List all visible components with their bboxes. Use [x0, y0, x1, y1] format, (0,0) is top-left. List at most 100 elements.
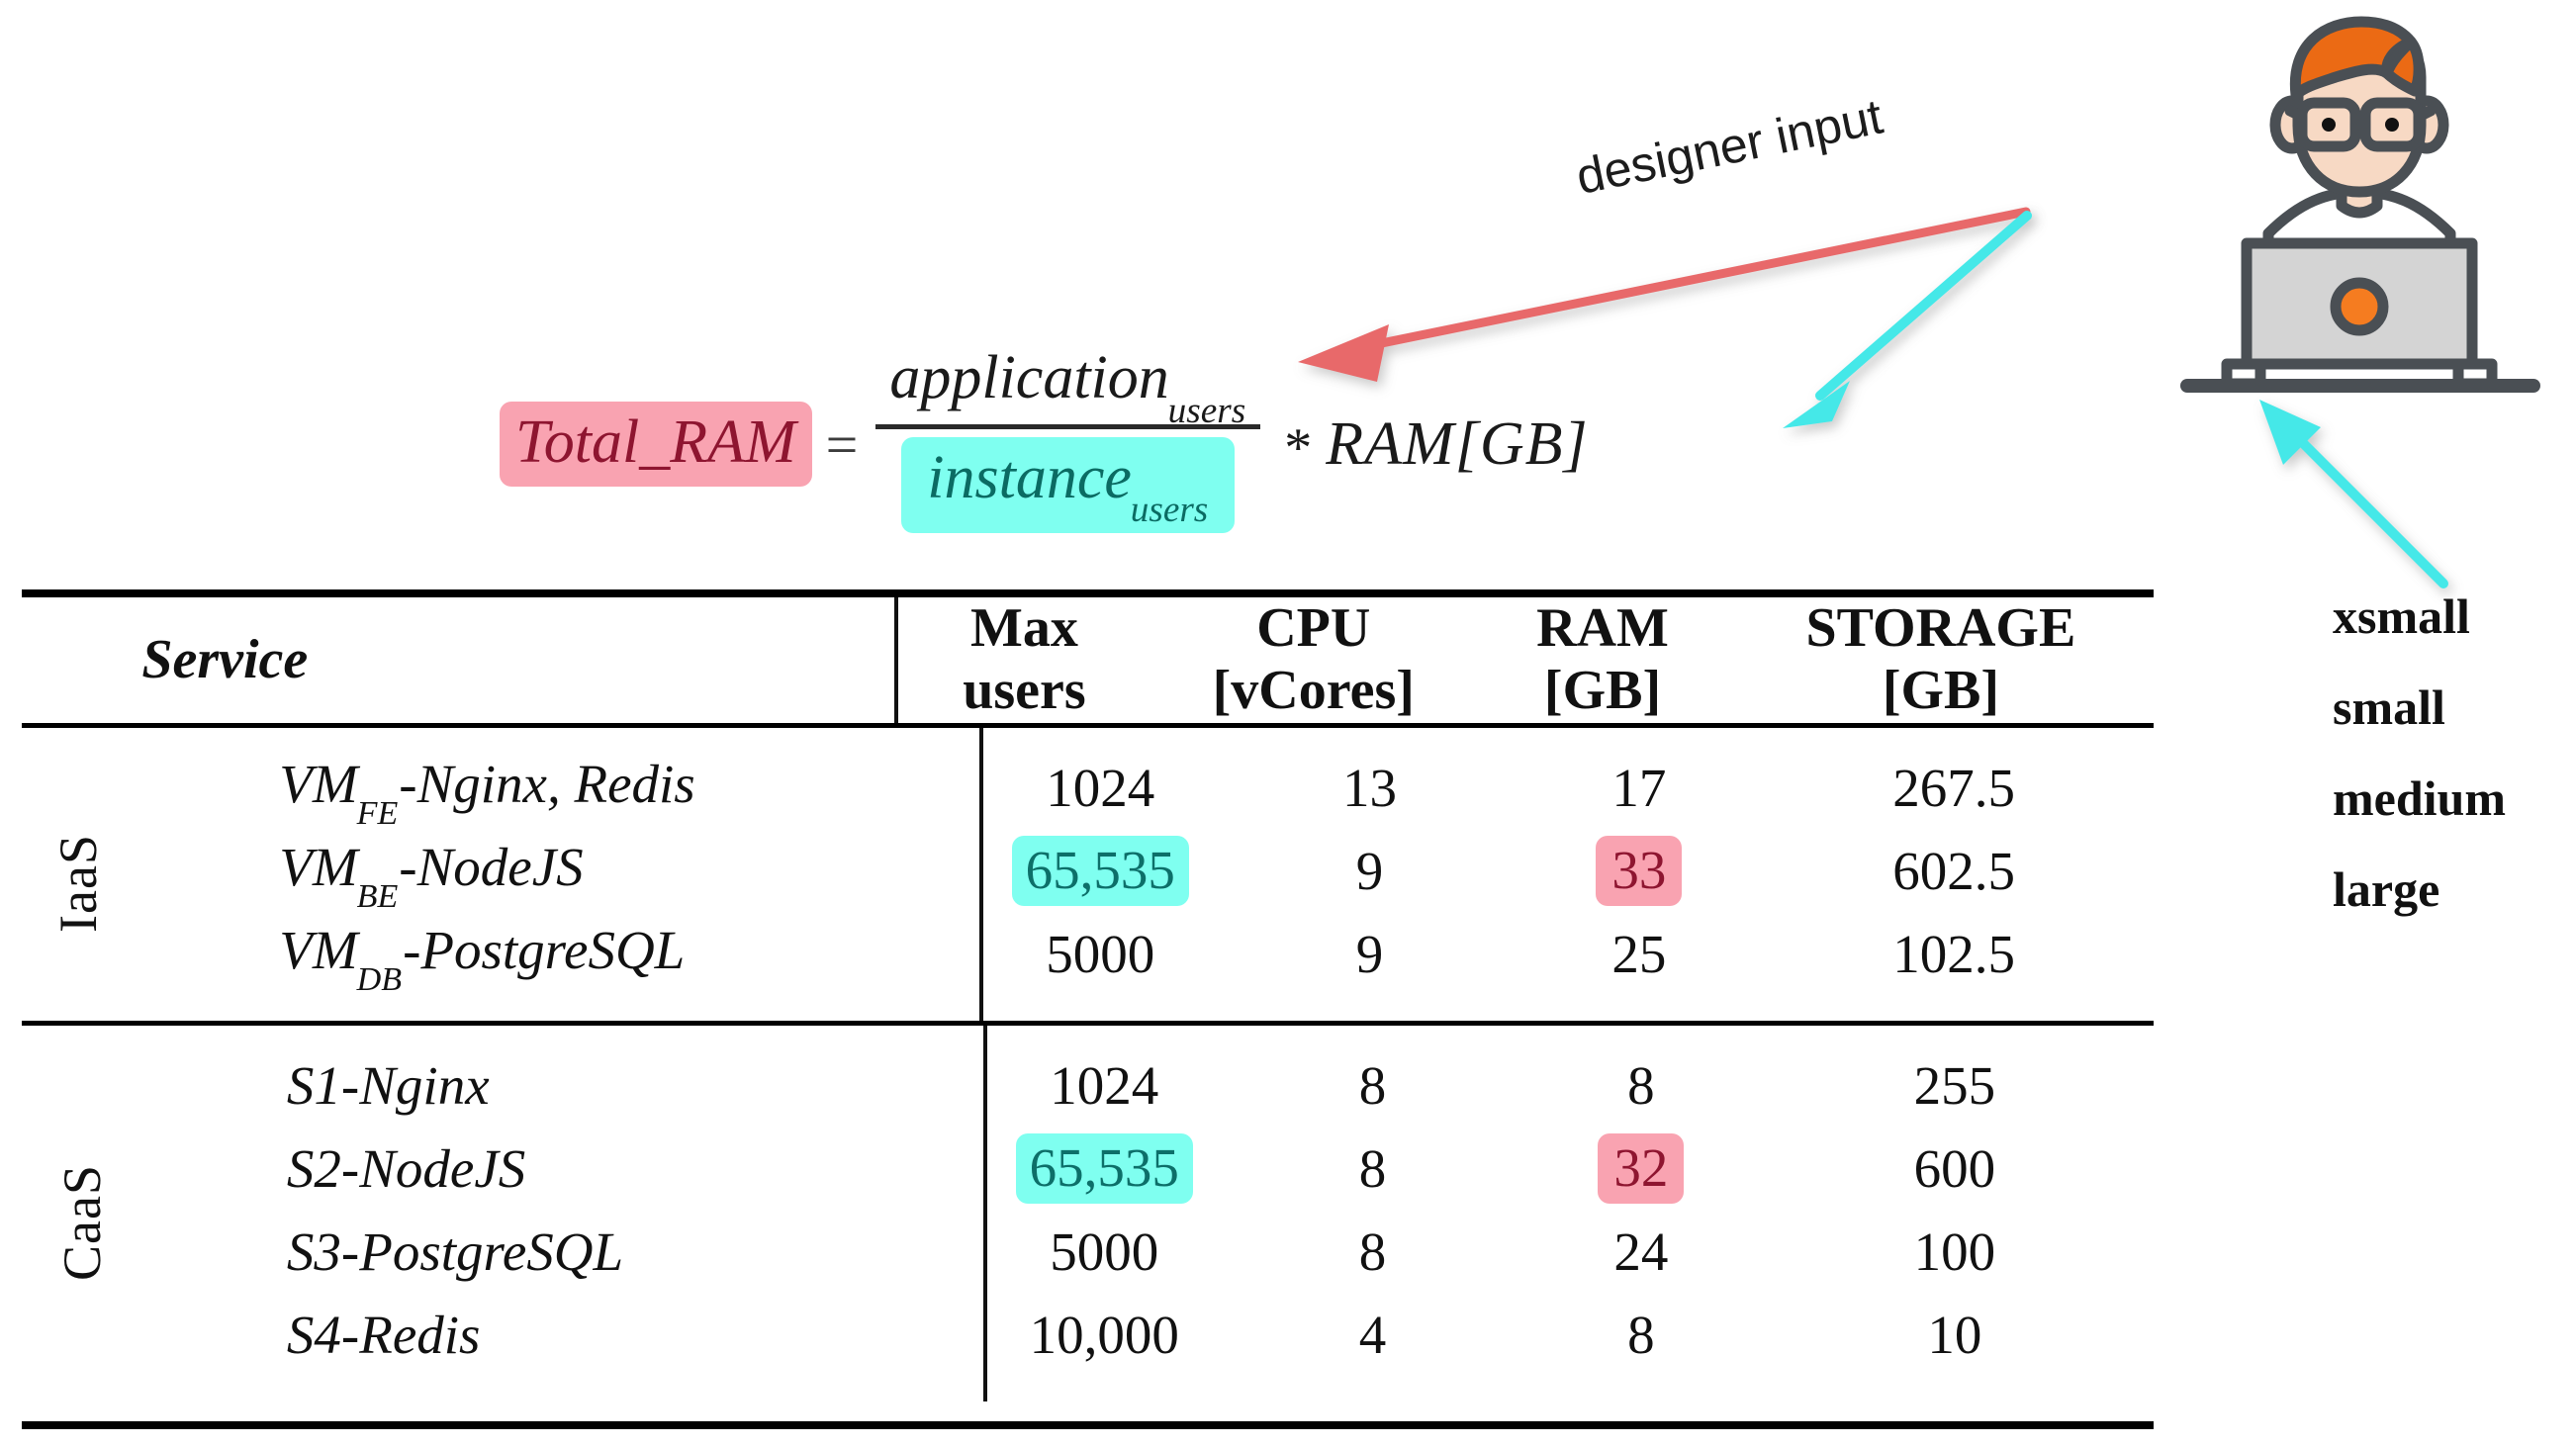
- cell-ram: 24: [1524, 1211, 1758, 1294]
- cell-cpu: 13: [1342, 758, 1398, 819]
- header-cpu-line1: CPU: [1256, 597, 1371, 659]
- cell-cpu: 8: [1358, 1055, 1387, 1117]
- group-label-caas: CaaS: [22, 1026, 142, 1401]
- cell-ram: 32: [1524, 1128, 1758, 1211]
- cell-max-users-value: 1024: [1050, 1055, 1159, 1117]
- formula-lhs-total-ram: Total_RAM: [500, 402, 812, 488]
- formula-numerator: applicationusers: [875, 344, 1260, 429]
- cell-storage: 602.5: [1892, 841, 2015, 902]
- formula-multiply-sign: *: [1284, 417, 1313, 480]
- service-spec-table: Service Max users CPU [vCores] RAM [GB]: [22, 597, 2154, 723]
- cell-max-users-value: 5000: [1050, 1221, 1159, 1283]
- cell-max-users: 10,000: [983, 1293, 1222, 1401]
- cell-cpu: 9: [1355, 841, 1384, 902]
- header-max-users: Max users: [894, 597, 1150, 723]
- header-ram-line1: RAM: [1536, 597, 1669, 659]
- cell-ram: 8: [1524, 1026, 1758, 1128]
- cell-max-users-value: 10,000: [1029, 1305, 1179, 1366]
- header-cpu: CPU [vCores]: [1150, 597, 1477, 723]
- cell-cpu: 8: [1358, 1221, 1387, 1283]
- cell-ram-value: 8: [1627, 1055, 1655, 1117]
- service-rest: -PostgreSQL: [403, 920, 686, 981]
- service-base: S4: [286, 1305, 341, 1366]
- iaas-group-table: IaaS VMFE-Nginx, Redis 1024 13 17 267.5 …: [22, 727, 2154, 1021]
- service-rest: -Redis: [340, 1305, 481, 1366]
- header-cpu-line2: [vCores]: [1212, 660, 1415, 722]
- table-row: IaaS VMFE-Nginx, Redis 1024 13 17 267.5: [22, 727, 2152, 933]
- cell-ram-value: 25: [1611, 924, 1667, 985]
- total-ram-formula: Total_RAM = applicationusers instanceuse…: [500, 347, 1589, 537]
- cell-max-users-value-highlighted: 65,535: [1011, 835, 1189, 907]
- table-group-divider-rule: [22, 1020, 2154, 1026]
- cyan-formula-arrow: [1783, 211, 2032, 428]
- cell-max-users: 65,535: [978, 829, 1218, 913]
- service-base: VM: [279, 920, 358, 981]
- table-header-row: Service Max users CPU [vCores] RAM [GB]: [22, 597, 2154, 723]
- table-bottom-rule: [22, 1420, 2154, 1429]
- table-row: S3-PostgreSQL 5000 8 24 100: [22, 1210, 2152, 1294]
- header-storage: STORAGE [GB]: [1728, 597, 2154, 723]
- table-header-rule: [22, 722, 2154, 728]
- service-name: VMBE-NodeJS: [135, 830, 981, 916]
- group-label-iaas: IaaS: [22, 728, 135, 1021]
- cell-storage: 10: [1927, 1305, 1982, 1366]
- service-name: VMFE-Nginx, Redis: [135, 728, 981, 832]
- cell-max-users-value: 1024: [1046, 758, 1155, 819]
- service-base: VM: [279, 754, 358, 815]
- service-rest: -Nginx, Redis: [399, 754, 695, 815]
- header-group-col: [22, 597, 141, 723]
- designer-at-laptop-illustration: [2180, 16, 2540, 393]
- service-name: S1-Nginx: [142, 1026, 985, 1128]
- cell-ram-value: 17: [1611, 758, 1667, 819]
- table-row: VMBE-NodeJS 65,535 9 33 602.5: [22, 829, 2152, 916]
- header-max-users-line2: users: [963, 660, 1086, 722]
- cell-max-users: 1024: [983, 1025, 1222, 1128]
- denominator-subscript: users: [1130, 490, 1209, 531]
- cell-cpu: 4: [1358, 1305, 1387, 1366]
- service-subscript: BE: [356, 878, 399, 916]
- cell-ram: 17: [1522, 728, 1757, 830]
- numerator-base: application: [889, 344, 1169, 411]
- caas-rows: CaaS S1-Nginx 1024 8 8 255 S2-NodeJS 65,…: [22, 1025, 2152, 1401]
- cell-storage: 100: [1913, 1221, 1996, 1283]
- header-service-label: Service: [141, 628, 309, 690]
- cell-max-users-value: 5000: [1046, 924, 1155, 985]
- service-name: VMDB-PostgreSQL: [135, 913, 981, 1021]
- formula-equals-sign: =: [825, 411, 859, 477]
- cell-max-users: 5000: [983, 1210, 1222, 1294]
- caas-group-table: CaaS S1-Nginx 1024 8 8 255 S2-NodeJS 65,…: [22, 1025, 2154, 1401]
- denominator-base: instance: [927, 443, 1132, 511]
- size-label-xsmall: xsmall: [2333, 588, 2470, 644]
- service-rest: -PostgreSQL: [340, 1221, 624, 1283]
- designer-input-label: designer input: [1571, 88, 1887, 206]
- cell-ram: 25: [1522, 913, 1757, 1021]
- formula-fraction: applicationusers instanceusers: [875, 344, 1261, 534]
- cyan-sizes-arrow: [2259, 400, 2448, 588]
- header-ram-line2: [GB]: [1543, 660, 1662, 722]
- cell-ram-value: 24: [1613, 1221, 1669, 1283]
- table-header: Service Max users CPU [vCores] RAM [GB]: [22, 597, 2154, 723]
- service-subscript: DB: [356, 961, 403, 999]
- table-row: S2-NodeJS 65,535 8 32 600: [22, 1127, 2152, 1211]
- cell-ram-value-highlighted: 33: [1596, 835, 1683, 907]
- service-base: S3: [286, 1221, 341, 1283]
- instance-size-labels: xsmall small medium large: [2333, 591, 2506, 955]
- service-rest: -Nginx: [340, 1055, 490, 1117]
- cell-max-users-value-highlighted: 65,535: [1015, 1132, 1193, 1205]
- group-label-caas-text: CaaS: [51, 1164, 112, 1282]
- cell-max-users: 5000: [978, 912, 1218, 1021]
- service-name: S2-NodeJS: [142, 1128, 985, 1211]
- cell-max-users: 1024: [978, 727, 1218, 830]
- cell-storage: 600: [1913, 1138, 1996, 1200]
- size-label-small: small: [2333, 679, 2445, 735]
- service-name: S4-Redis: [142, 1294, 985, 1401]
- service-rest: -NodeJS: [340, 1138, 526, 1200]
- cell-ram-value-highlighted: 32: [1598, 1132, 1685, 1205]
- cell-storage: 267.5: [1892, 758, 2015, 819]
- denominator-instance-users: instanceusers: [901, 436, 1236, 534]
- header-storage-line2: [GB]: [1882, 660, 2000, 722]
- table-top-rule: [22, 589, 2154, 597]
- service-rest: -NodeJS: [399, 837, 584, 898]
- service-base: VM: [279, 837, 358, 898]
